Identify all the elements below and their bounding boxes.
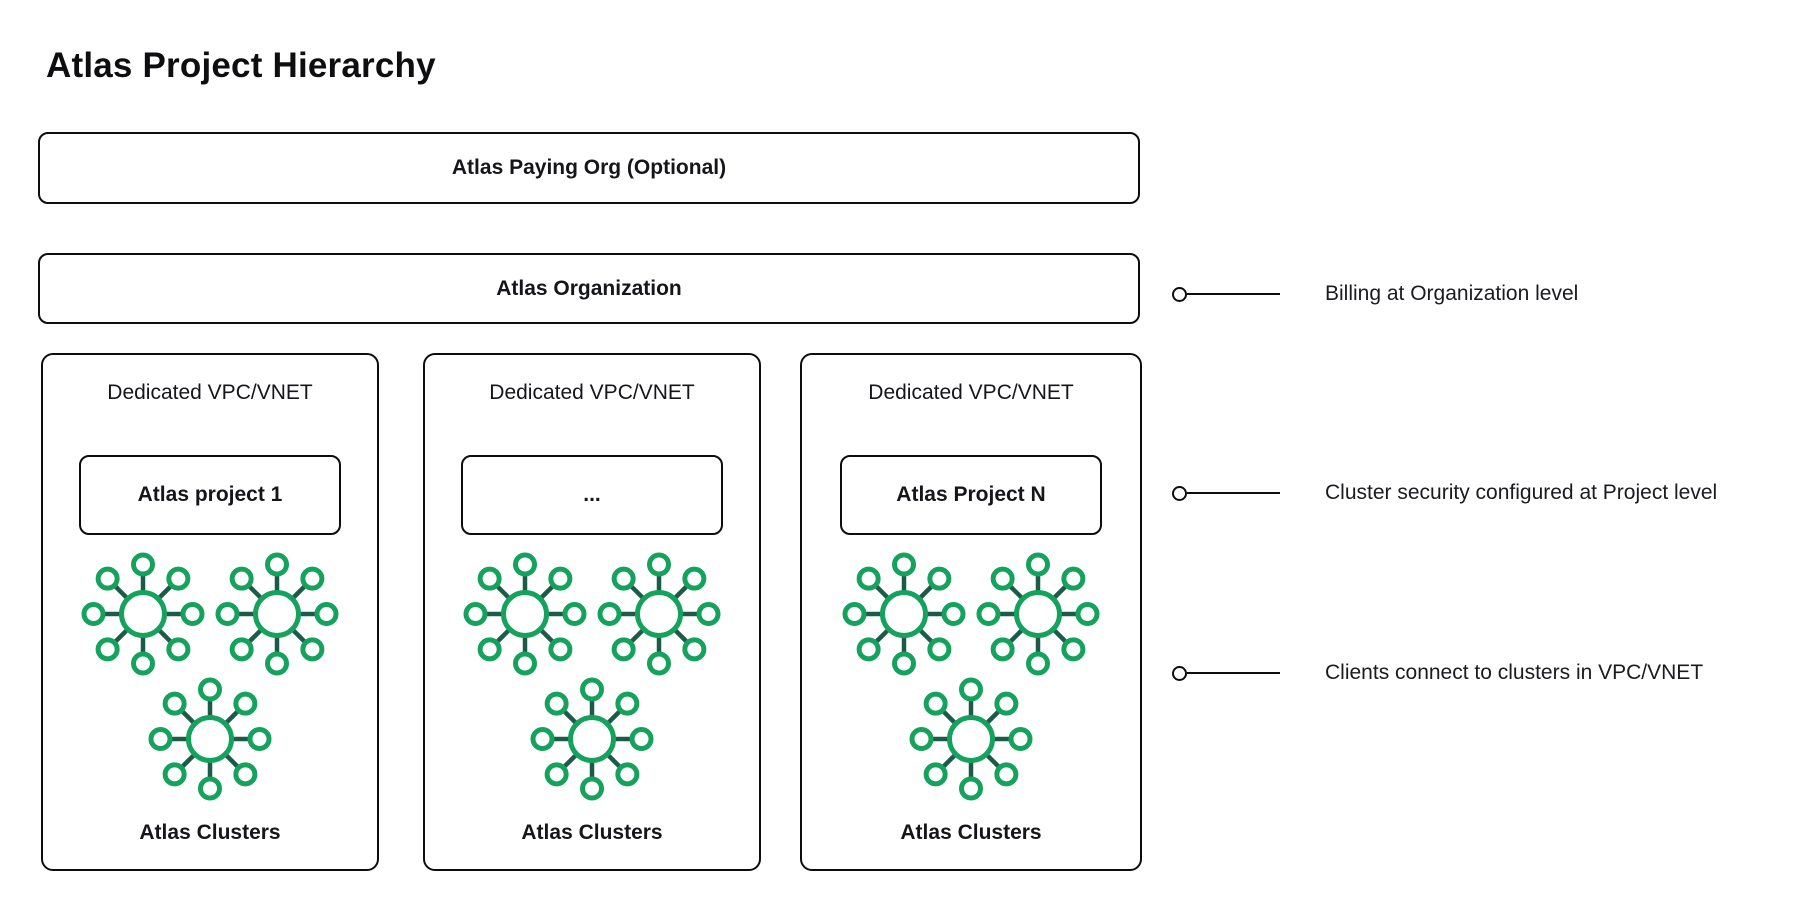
- organization-box: Atlas Organization: [38, 253, 1140, 324]
- cluster-network-icon: [81, 552, 205, 676]
- project-box-n: Atlas Project N: [840, 455, 1102, 535]
- connector-line: [1187, 671, 1280, 675]
- callout-text: Billing at Organization level: [1325, 282, 1579, 305]
- paying-org-box: Atlas Paying Org (Optional): [38, 132, 1140, 204]
- cluster-network-icon: [463, 552, 587, 676]
- connector-dot-icon: [1172, 665, 1187, 681]
- cluster-network-icon: [909, 677, 1033, 801]
- callout-text: Clients connect to clusters in VPC/VNET: [1325, 661, 1704, 684]
- callout-text: Cluster security configured at Project l…: [1325, 481, 1718, 504]
- cluster-icon-row: [425, 552, 759, 676]
- connector-line: [1187, 292, 1280, 296]
- project-box-ellipsis: ...: [461, 455, 723, 535]
- cluster-icon-row: [43, 552, 377, 676]
- cluster-network-icon: [597, 552, 721, 676]
- vpc-header-label: Dedicated VPC/VNET: [107, 381, 313, 404]
- cluster-icon-row: [802, 552, 1140, 676]
- cluster-icon-row: [802, 677, 1140, 801]
- cluster-network-icon: [215, 552, 339, 676]
- clusters-label: Atlas Clusters: [521, 821, 663, 844]
- vpc-box-1: Dedicated VPC/VNET Atlas project 1 Atlas…: [41, 353, 379, 871]
- vpc-box-3: Dedicated VPC/VNET Atlas Project N Atlas…: [800, 353, 1142, 871]
- vpc-box-2: Dedicated VPC/VNET ... Atlas Clusters: [423, 353, 761, 871]
- cluster-network-icon: [842, 552, 966, 676]
- clusters-label: Atlas Clusters: [139, 821, 281, 844]
- page-title: Atlas Project Hierarchy: [46, 46, 436, 85]
- connector-dot-icon: [1172, 485, 1187, 501]
- organization-label: Atlas Organization: [496, 276, 682, 300]
- callout-clients-connect: Clients connect to clusters in VPC/VNET: [1172, 658, 1703, 688]
- callout-cluster-security: Cluster security configured at Project l…: [1172, 478, 1717, 508]
- cluster-icon-row: [43, 677, 377, 801]
- vpc-header-label: Dedicated VPC/VNET: [489, 381, 695, 404]
- cluster-icon-row: [425, 677, 759, 801]
- paying-org-label: Atlas Paying Org (Optional): [451, 156, 727, 179]
- connector-line: [1187, 491, 1280, 495]
- clusters-label: Atlas Clusters: [900, 821, 1042, 844]
- project-label: Atlas Project N: [896, 483, 1046, 506]
- project-box-1: Atlas project 1: [79, 455, 341, 535]
- cluster-network-icon: [148, 677, 272, 801]
- connector-dot-icon: [1172, 286, 1187, 302]
- vpc-header-label: Dedicated VPC/VNET: [868, 381, 1074, 404]
- project-label: ...: [583, 483, 601, 506]
- project-label: Atlas project 1: [137, 483, 283, 506]
- cluster-network-icon: [976, 552, 1100, 676]
- cluster-network-icon: [530, 677, 654, 801]
- callout-billing: Billing at Organization level: [1172, 279, 1578, 309]
